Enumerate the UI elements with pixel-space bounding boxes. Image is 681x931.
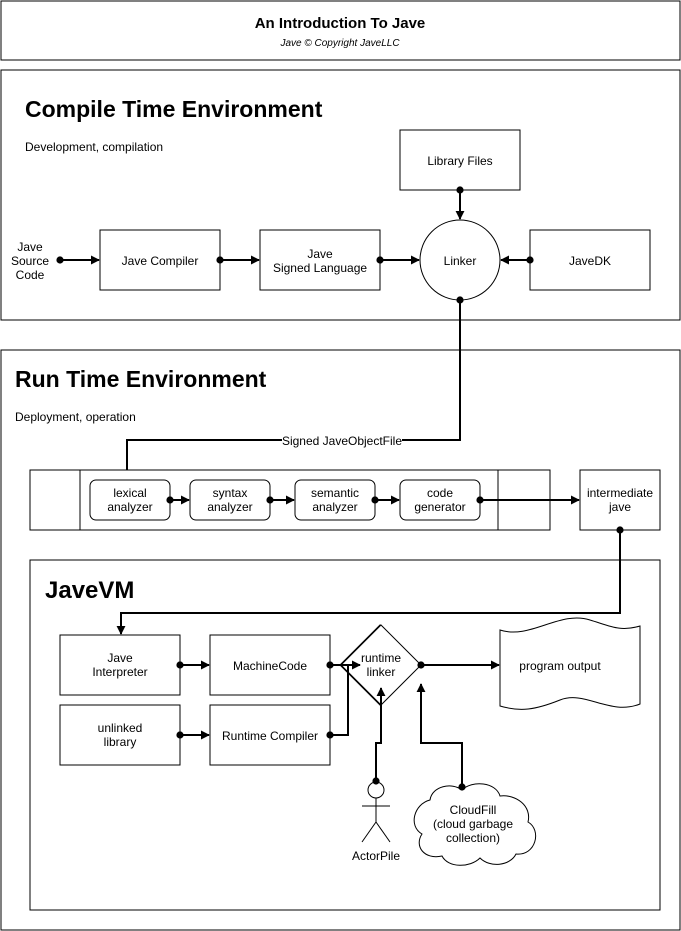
svg-text:analyzer: analyzer (312, 500, 357, 514)
svg-text:analyzer: analyzer (207, 500, 252, 514)
jave-interpreter-node: Jave Interpreter (59, 634, 181, 696)
svg-text:MachineCode: MachineCode (233, 659, 307, 673)
semantic-analyzer-node: semantic analyzer (294, 479, 376, 521)
svg-text:Jave: Jave (307, 247, 333, 261)
svg-text:lexical: lexical (113, 486, 146, 500)
svg-text:jave: jave (608, 500, 631, 514)
javedk-node: JaveDK (529, 229, 651, 291)
svg-text:syntax: syntax (213, 486, 248, 500)
svg-text:Library Files: Library Files (427, 154, 492, 168)
svg-text:runtime: runtime (361, 651, 401, 665)
code-generator-node: code generator (399, 479, 481, 521)
svg-text:(cloud garbage: (cloud garbage (433, 817, 513, 831)
svg-text:analyzer: analyzer (107, 500, 152, 514)
runtime-compiler-node: Runtime Compiler (209, 704, 331, 766)
page-title: An Introduction To Jave (255, 15, 426, 32)
lexical-analyzer-node: lexical analyzer (89, 479, 171, 521)
svg-text:Interpreter: Interpreter (92, 665, 147, 679)
machine-code-node: MachineCode (209, 634, 331, 696)
javevm-title: JaveVM (45, 577, 134, 604)
intermediate-to-interpreter-connector (116, 526, 624, 635)
header-panel: An Introduction To Jave Jave © Copyright… (0, 0, 681, 61)
jave-signed-language-node: Jave Signed Language (259, 229, 381, 291)
svg-text:JaveDK: JaveDK (569, 254, 611, 268)
compile-time-subtitle: Development, compilation (25, 140, 163, 154)
svg-text:CloudFill: CloudFill (450, 803, 497, 817)
svg-text:Jave Compiler: Jave Compiler (122, 254, 199, 268)
run-time-title: Run Time Environment (15, 366, 267, 392)
intermediate-jave-node: intermediate jave (579, 469, 661, 531)
syntax-analyzer-node: syntax analyzer (189, 479, 271, 521)
library-files-node: Library Files (399, 129, 521, 191)
javevm-connectors (176, 660, 500, 791)
svg-text:Code: Code (16, 268, 45, 282)
svg-text:code: code (427, 486, 453, 500)
svg-text:Source: Source (11, 254, 49, 268)
svg-text:Jave: Jave (17, 240, 43, 254)
svg-text:generator: generator (414, 500, 465, 514)
svg-text:program output: program output (519, 659, 601, 673)
svg-text:unlinked: unlinked (98, 721, 143, 735)
signed-object-file-label: Signed JaveObjectFile (282, 434, 402, 448)
svg-text:intermediate: intermediate (587, 486, 653, 500)
svg-text:Jave: Jave (107, 651, 133, 665)
svg-text:semantic: semantic (311, 486, 359, 500)
actor-pile-node: ActorPile (352, 781, 400, 863)
svg-text:Linker: Linker (444, 254, 477, 268)
svg-text:library: library (104, 735, 137, 749)
compile-connectors (56, 186, 534, 265)
jave-compiler-node: Jave Compiler (99, 229, 221, 291)
cloud-fill-node: CloudFill (cloud garbage collection) (413, 783, 537, 866)
compile-time-title: Compile Time Environment (25, 96, 323, 122)
run-time-subtitle: Deployment, operation (15, 410, 136, 424)
linker-node: Linker (419, 219, 501, 301)
svg-text:collection): collection) (446, 831, 500, 845)
svg-text:Signed Language: Signed Language (273, 261, 367, 275)
actor-pile-label: ActorPile (352, 849, 400, 863)
svg-text:Runtime Compiler: Runtime Compiler (222, 729, 318, 743)
program-output-node: program output (499, 617, 641, 710)
source-code-label: Jave Source Code (11, 240, 49, 282)
svg-text:linker: linker (367, 665, 396, 679)
runtime-linker-node: runtime linker (339, 624, 422, 706)
page-subtitle: Jave © Copyright JaveLLC (279, 38, 400, 49)
unlinked-library-node: unlinked library (59, 704, 181, 766)
